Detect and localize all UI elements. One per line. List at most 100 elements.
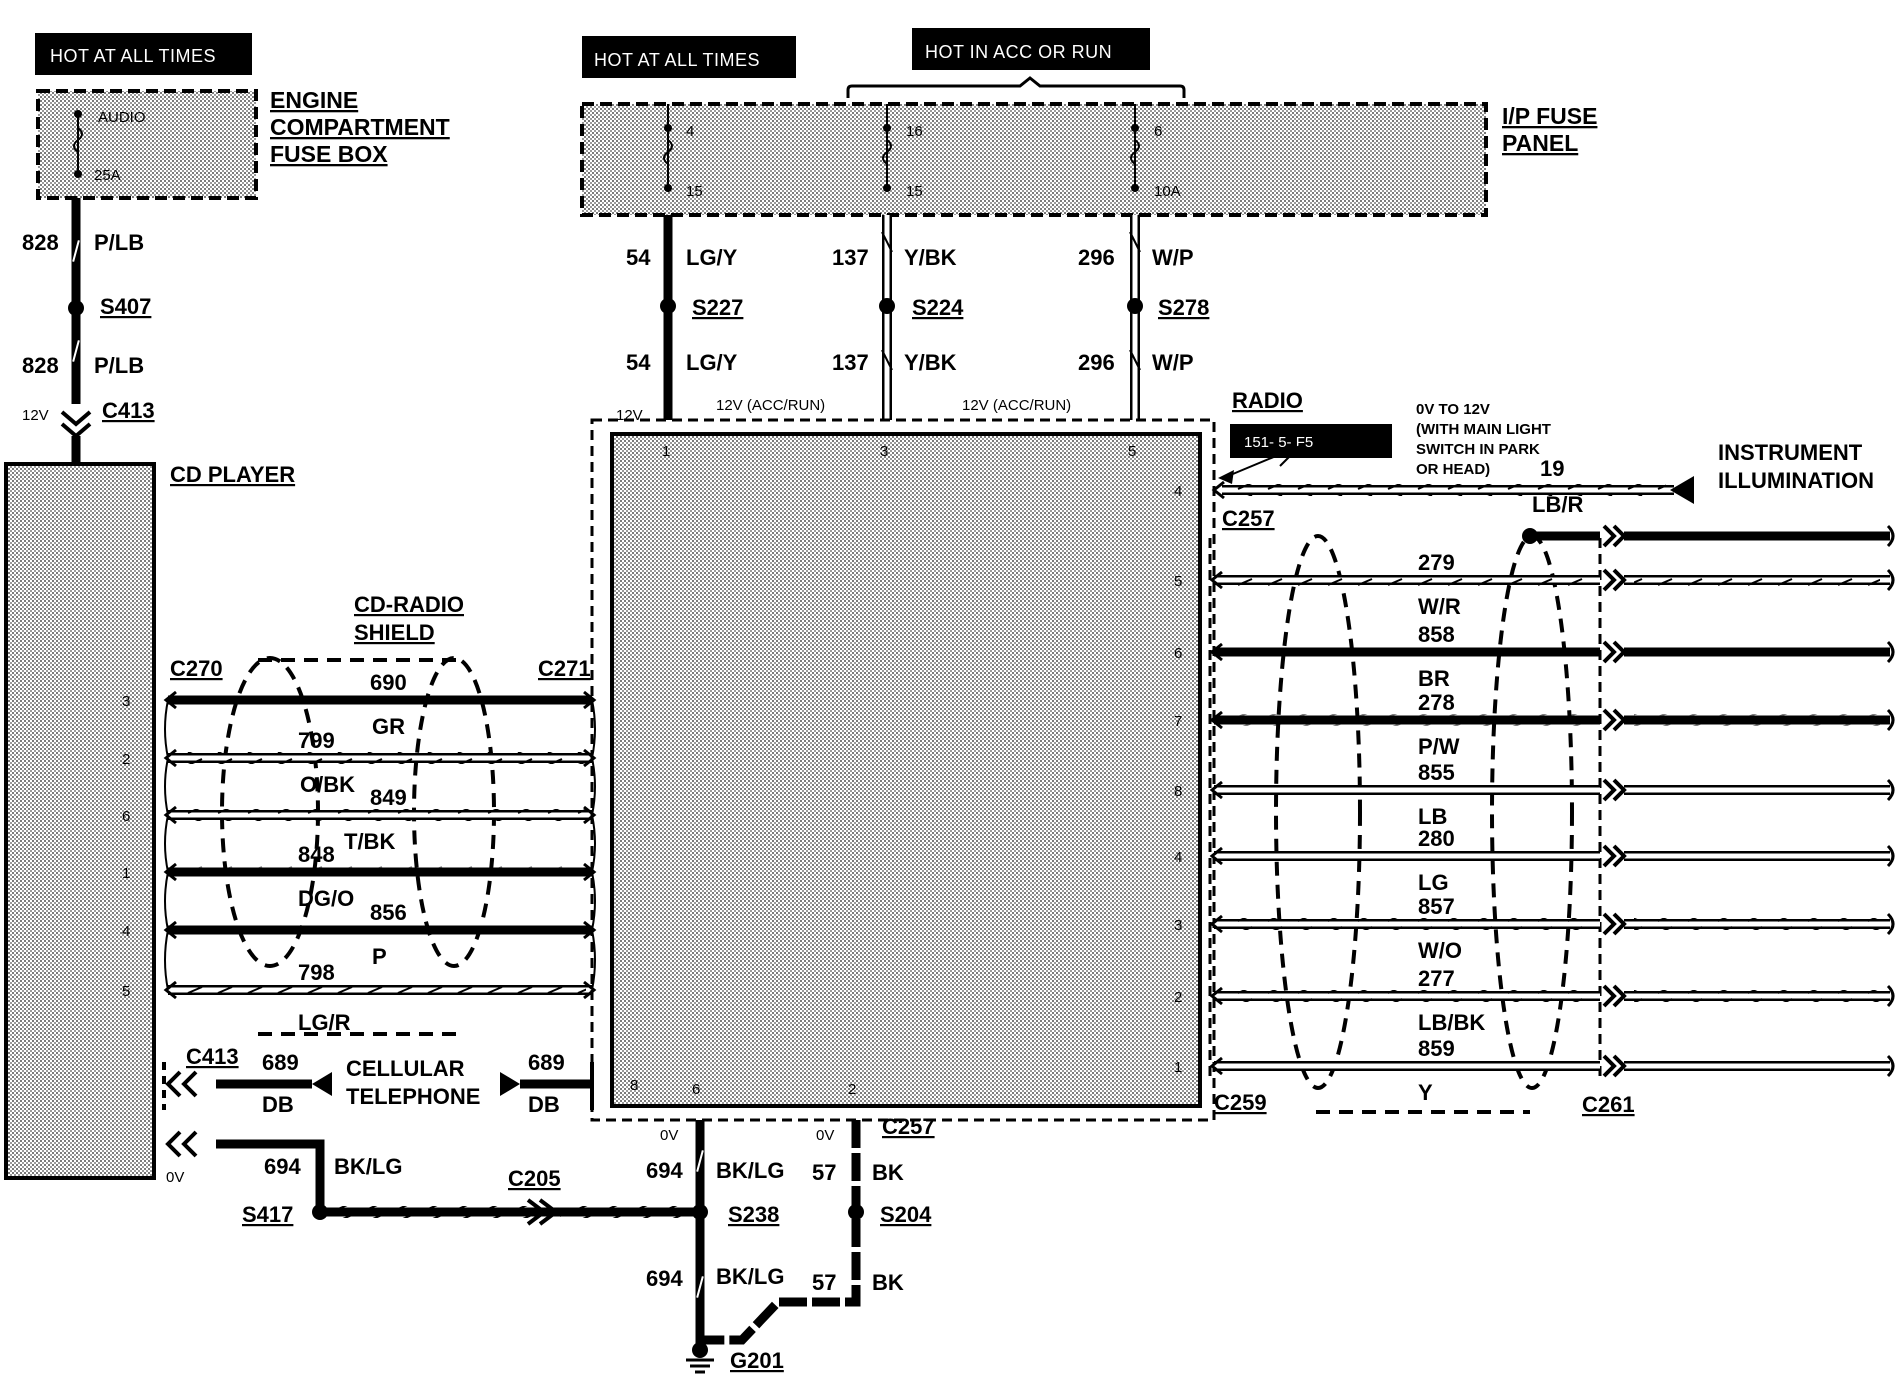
- c137b-color: Y/BK: [904, 350, 957, 375]
- cd-radio-wire: 44856P: [122, 900, 640, 991]
- speaker-radio-pin: 2: [1174, 989, 1182, 1006]
- wire-number: 799: [298, 728, 335, 753]
- ground-symbol: [686, 1342, 714, 1374]
- wire-color: GR: [372, 714, 405, 739]
- wire-296: [1129, 215, 1141, 420]
- speaker-radio-pin: 1: [1174, 1059, 1182, 1076]
- wire-color: T/BK: [344, 829, 395, 854]
- engine-fuse-title-1: ENGINE: [270, 87, 358, 113]
- splice-s224: S224: [912, 295, 964, 320]
- illum-circuit: 19: [1540, 456, 1564, 481]
- acc-run-label-2: 12V (ACC/RUN): [962, 397, 1071, 414]
- speaker-wire-color: BR: [1418, 666, 1450, 691]
- splice-s204: S204: [880, 1202, 932, 1227]
- c694a-color: BK/LG: [334, 1154, 402, 1179]
- hot-acc-header: HOT IN ACC OR RUN: [925, 42, 1112, 62]
- ip-fuse-1-number: 4: [686, 123, 694, 140]
- speaker-shield-left: [1274, 534, 1362, 1090]
- ip-fuse-1: 4 15: [663, 104, 703, 200]
- splice-s238: S238: [728, 1202, 779, 1227]
- c694b-color: BK/LG: [716, 1158, 784, 1183]
- connector-c261: C261: [1582, 1092, 1635, 1117]
- radio-pin-bottom-3: 2: [848, 1081, 856, 1098]
- wire-number: 848: [298, 842, 335, 867]
- c137a-num: 137: [832, 245, 869, 270]
- wire-689: [162, 1062, 594, 1110]
- speaker-radio-pin: 7: [1174, 713, 1182, 730]
- wire-color: O/BK: [300, 772, 355, 797]
- c689b-num: 689: [528, 1050, 565, 1075]
- wire-19: [1211, 445, 1694, 504]
- radio-pin-4: 4: [1174, 483, 1182, 500]
- c54b-color: LG/Y: [686, 350, 738, 375]
- engine-fuse-title-2: COMPARTMENT: [270, 114, 450, 140]
- c137b-num: 137: [832, 350, 869, 375]
- engine-fuse-name: AUDIO: [98, 109, 146, 126]
- speaker-radio-pin: 4: [1174, 849, 1182, 866]
- acc-run-label-1: 12V (ACC/RUN): [716, 397, 825, 414]
- ip-fuse-panel: [580, 102, 1488, 217]
- c689a-num: 689: [262, 1050, 299, 1075]
- radio-title: RADIO: [1232, 388, 1303, 413]
- speaker-radio-pin: 3: [1174, 917, 1182, 934]
- illum-note-3: SWITCH IN PARK: [1416, 441, 1540, 458]
- ip-fuse-title-1: I/P FUSE: [1502, 103, 1597, 129]
- wire-color: DG/O: [298, 886, 354, 911]
- speaker-wire-number: 277: [1418, 966, 1455, 991]
- ip-fuse-2: 16 15: [882, 104, 923, 200]
- connector-c257-top: C257: [1222, 506, 1275, 531]
- c413-top-symbol: [60, 410, 92, 439]
- c828b-num: 828: [22, 353, 59, 378]
- splice-s227: S227: [692, 295, 743, 320]
- c54b-num: 54: [626, 350, 651, 375]
- c828a-color: P/LB: [94, 230, 144, 255]
- splice-s278-dot: [1127, 298, 1143, 314]
- radio-box: [610, 432, 1202, 1108]
- wire-number: 798: [298, 960, 335, 985]
- hot-acc-header-box: [912, 28, 1150, 70]
- radio-pin-top-2: 3: [880, 443, 888, 460]
- speaker-wire-number: 859: [1418, 1036, 1455, 1061]
- c694c-num: 694: [646, 1266, 683, 1291]
- c694b-num: 694: [646, 1158, 683, 1183]
- instrument-title-1: INSTRUMENT: [1718, 440, 1863, 465]
- connector-c259: C259: [1214, 1090, 1267, 1115]
- hot-header-right: HOT AT ALL TIMES: [594, 50, 760, 70]
- radio-pin-top-3: 5: [1128, 443, 1136, 460]
- c689b-color: DB: [528, 1092, 560, 1117]
- cd-pin: 6: [122, 808, 130, 825]
- wire-color: P: [372, 944, 387, 969]
- speaker-wire-number: 858: [1418, 622, 1455, 647]
- splice-s278: S278: [1158, 295, 1209, 320]
- connector-c413-top: C413: [102, 398, 155, 423]
- hot-header-left: HOT AT ALL TIMES: [50, 46, 216, 66]
- shield-title-2: SHIELD: [354, 620, 435, 645]
- cd-player-title: CD PLAYER: [170, 462, 295, 487]
- hot-header-left-box: [35, 33, 252, 75]
- speaker-wires: 5279W/R6858BR7278P/W8855LB4280LG3857W/O2…: [1174, 550, 1895, 1105]
- c57a-num: 57: [812, 1160, 836, 1185]
- speaker-wire-number: 280: [1418, 826, 1455, 851]
- c828b-color: P/LB: [94, 353, 144, 378]
- wire-color: LG/R: [298, 1010, 351, 1035]
- c296a-color: W/P: [1152, 245, 1194, 270]
- wire-694-radio: [695, 1120, 705, 1350]
- connector-c271: C271: [538, 656, 591, 681]
- cellular-title-1: CELLULAR: [346, 1056, 465, 1081]
- c57b-num: 57: [812, 1270, 836, 1295]
- v0-g1: 0V: [660, 1127, 678, 1144]
- cd-pin: 5: [122, 983, 130, 1000]
- speaker-wire-color: P/W: [1418, 734, 1460, 759]
- splice-s238-dot: [692, 1204, 708, 1220]
- radio-pin-top-1: 1: [662, 443, 670, 460]
- c694c-color: BK/LG: [716, 1264, 784, 1289]
- splice-s227-dot: [660, 298, 676, 314]
- cd-pin: 3: [122, 693, 130, 710]
- speaker-wire-color: LB/BK: [1418, 1010, 1485, 1035]
